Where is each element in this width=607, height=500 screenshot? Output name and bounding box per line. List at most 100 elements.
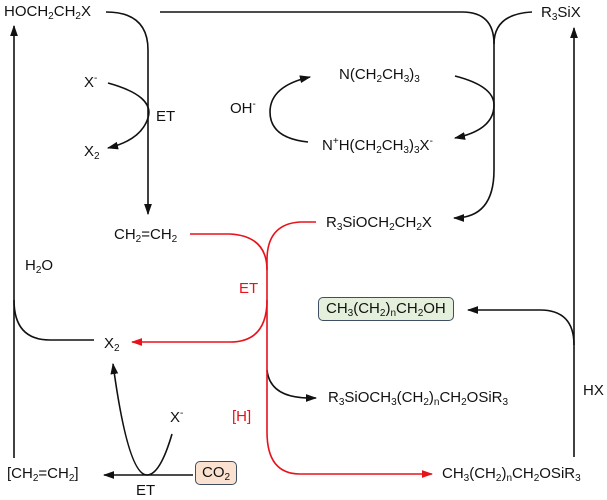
- formula-subscript: 3: [551, 12, 558, 23]
- formula-subscript: 2: [171, 234, 178, 245]
- formula-subscript: 2: [114, 343, 120, 354]
- formula-text: X: [421, 214, 432, 231]
- label-hydrogen-red: [H]: [232, 408, 252, 425]
- species-x2-top: X2: [84, 143, 100, 162]
- formula-subscript: 2: [389, 222, 395, 233]
- formula-text: HOCH: [4, 3, 49, 20]
- red-ethylene-branch: [190, 233, 268, 271]
- formula-subscript: 3: [338, 397, 345, 408]
- formula-charge: -: [94, 73, 98, 84]
- formula-subscript: 2: [461, 397, 467, 408]
- species-triethylammonium-halide: N+H(CH2CH3)3X-: [322, 136, 433, 156]
- formula-charge: +: [332, 136, 339, 147]
- formula-subscript: 2: [68, 473, 75, 484]
- formula-text: CH: [326, 300, 348, 317]
- formula-text: OH: [423, 300, 446, 317]
- formula-text: CH: [439, 389, 462, 406]
- species-bromohydrin: HOCH2CH2X: [4, 3, 91, 22]
- formula-text: (CH: [396, 389, 424, 406]
- formula-text: =CH: [38, 465, 69, 482]
- species-triethylamine: N(CH2CH3)3: [339, 66, 420, 85]
- species-silyl-ether-product: CH3(CH2)nCH2OSiR3: [442, 465, 581, 484]
- arrow-ammonium-to-amine: [269, 75, 312, 143]
- species-ethylene: CH2=CH2: [114, 226, 178, 245]
- formula-subscript: 2: [224, 472, 231, 483]
- formula-text: R: [328, 389, 339, 406]
- species-halide-top: X-: [84, 74, 97, 92]
- formula-subscript: 3: [336, 222, 343, 233]
- arrow-bromohydrin-to-ethylene: [105, 11, 152, 216]
- red-silyl-branch: [266, 221, 316, 261]
- formula-text: SiX: [557, 4, 581, 21]
- arrow-to-disilyl-ether: [266, 369, 318, 402]
- formula-subscript: 3: [502, 397, 509, 408]
- arrow-amine-to-ammonium: [453, 75, 495, 140]
- formula-text: CO: [202, 464, 225, 481]
- species-silyl-haloether: R3SiOCH2CH2X: [326, 214, 432, 233]
- formula-text: N: [322, 137, 333, 154]
- formula-subscript: 2: [417, 308, 424, 319]
- formula-text: O: [41, 257, 54, 274]
- formula-subscript: 2: [94, 151, 100, 162]
- formula-text: H(CH: [338, 137, 377, 154]
- formula-charge: -: [252, 99, 256, 110]
- formula-subscript: 2: [35, 265, 42, 276]
- formula-subscript: 2: [533, 473, 540, 484]
- formula-subscript: n: [506, 473, 513, 484]
- label-hx: HX: [583, 382, 604, 399]
- formula-text: X: [104, 335, 115, 352]
- formula-text: OSiR: [466, 389, 503, 406]
- formula-text: CH: [381, 137, 404, 154]
- formula-subscript: 3: [347, 308, 354, 319]
- formula-text: R: [326, 214, 337, 231]
- red-arrow-to-silyl-ether: [266, 300, 434, 478]
- formula-charge: -: [429, 136, 433, 147]
- arrow-hx-to-alcohol: [466, 306, 575, 346]
- formula-subscript: 2: [48, 11, 54, 22]
- species-halide-bottom: X-: [170, 409, 183, 427]
- label-et-top: ET: [156, 108, 176, 125]
- formula-text: X: [84, 143, 95, 160]
- formula-text: ): [428, 389, 434, 406]
- formula-subscript: 2: [75, 11, 81, 22]
- formula-text: (CH: [469, 465, 496, 482]
- formula-text: X: [80, 3, 91, 20]
- formula-text: ): [501, 465, 507, 482]
- formula-subscript: 2: [495, 473, 502, 484]
- formula-text: ]: [74, 465, 79, 482]
- formula-text: SiOCH: [344, 389, 392, 406]
- arrow-h2o-branch: [13, 299, 94, 341]
- arrow-top-connector: [160, 11, 495, 222]
- formula-text: CH: [382, 66, 404, 83]
- formula-text: SiOCH: [342, 214, 390, 231]
- formula-text: OSiR: [539, 465, 576, 482]
- formula-subscript: 2: [135, 234, 142, 245]
- formula-text: CH: [53, 3, 76, 20]
- arrow-halide-oxidation: [106, 82, 150, 150]
- formula-subscript: 2: [376, 74, 383, 85]
- formula-text: ): [408, 137, 414, 154]
- product-alcohol-box: CH3(CH2)nCH2OH: [318, 297, 454, 321]
- formula-text: X: [170, 409, 181, 426]
- formula-subscript: 2: [379, 308, 386, 319]
- formula-text: CH: [442, 465, 464, 482]
- formula-text: (CH: [353, 300, 380, 317]
- species-ethylene-bracket: [CH2=CH2]: [7, 465, 79, 484]
- formula-subscript: 2: [423, 397, 429, 408]
- formula-text: N(CH: [339, 66, 377, 83]
- formula-text: ): [385, 300, 391, 317]
- species-r3six: R3SiX: [541, 4, 581, 23]
- formula-subscript: 3: [403, 74, 410, 85]
- label-et-red: ET: [239, 280, 259, 297]
- formula-subscript: 2: [32, 473, 39, 484]
- formula-text: [CH: [7, 465, 33, 482]
- formula-text: CH: [114, 226, 136, 243]
- species-x2-center: X2: [104, 335, 120, 354]
- formula-text: X: [84, 74, 95, 91]
- species-hydroxide: OH-: [230, 100, 256, 118]
- species-water: H2O: [25, 257, 54, 276]
- formula-text: R: [541, 4, 552, 21]
- formula-text: CH: [512, 465, 534, 482]
